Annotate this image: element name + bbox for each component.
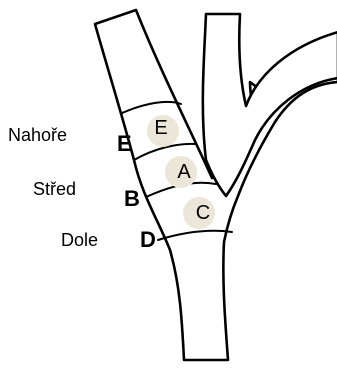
side-label-top-letter: E — [117, 131, 132, 156]
zone-label-e: E — [154, 117, 167, 139]
side-label-top-word: Nahoře — [8, 125, 67, 145]
side-label-middle-word: Střed — [33, 179, 76, 199]
zone-label-a: A — [177, 161, 191, 183]
side-label-bottom-word: Dole — [61, 230, 98, 250]
zone-label-c: C — [196, 202, 210, 224]
side-label-bottom-letter: D — [140, 227, 156, 252]
side-label-middle-letter: B — [124, 186, 140, 211]
right-branch — [203, 14, 337, 196]
